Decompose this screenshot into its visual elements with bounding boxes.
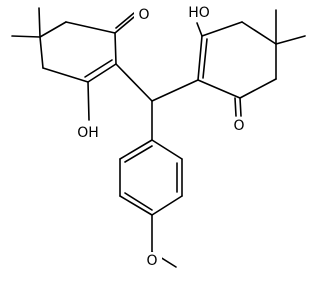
bond: [11, 35, 41, 38]
bond: [202, 38, 208, 79]
bond: [39, 36, 44, 69]
bond: [151, 195, 183, 216]
hydroxyl-label: HO: [188, 5, 210, 21]
bond: [151, 79, 199, 102]
bond: [115, 12, 135, 29]
bond: [275, 35, 306, 45]
bond: [119, 139, 153, 160]
ketone-oxygen-label: O: [138, 7, 149, 23]
bond: [114, 32, 117, 65]
bond: [119, 195, 153, 216]
bond: [87, 63, 117, 83]
bond: [124, 192, 153, 211]
ketone-oxygen-label: O: [233, 118, 244, 134]
bond: [114, 16, 135, 34]
bond: [197, 79, 241, 99]
hydroxyl-label: OH: [77, 125, 99, 141]
bond: [39, 21, 67, 38]
bond: [38, 7, 41, 38]
bond: [65, 21, 116, 34]
bond: [241, 21, 277, 45]
bond: [42, 67, 89, 83]
bond: [196, 22, 203, 37]
bond: [234, 97, 237, 117]
bond: [239, 97, 242, 117]
bond: [87, 81, 90, 121]
bond: [115, 63, 153, 102]
bond: [151, 139, 183, 160]
bond: [124, 145, 153, 163]
bond: [239, 78, 277, 99]
bonds: [11, 7, 306, 268]
atom-labels: O OH HO O O: [73, 4, 249, 270]
bond: [84, 59, 113, 78]
methoxy-oxygen-label: O: [146, 253, 157, 269]
bond: [201, 21, 243, 37]
bond: [197, 35, 203, 81]
